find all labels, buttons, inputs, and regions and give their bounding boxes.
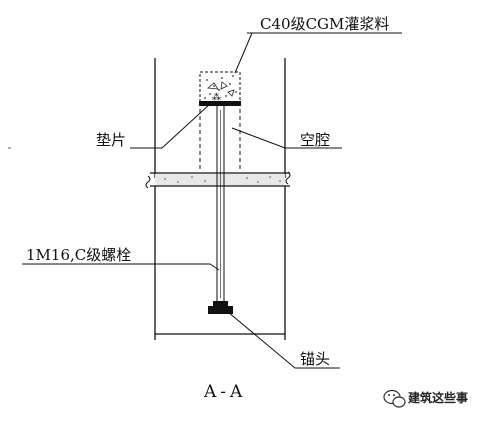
grout-fill: ⁂ bbox=[199, 71, 241, 103]
upper-wall bbox=[154, 58, 286, 178]
lower-wall bbox=[154, 186, 286, 340]
grout-leader bbox=[234, 32, 253, 74]
anchor-leader bbox=[227, 311, 340, 369]
grout-label: C40级CGM灌浆料 bbox=[260, 15, 389, 33]
bolt bbox=[216, 106, 225, 302]
section-title: A-A bbox=[203, 382, 246, 402]
mortar-joint bbox=[145, 171, 291, 189]
shim-plate bbox=[199, 101, 241, 106]
anchor-head bbox=[208, 301, 233, 314]
cavity-label: 空腔 bbox=[300, 131, 330, 149]
bolt-label: 1M16,C级螺栓 bbox=[26, 246, 131, 264]
grout-hatch-mark: ⁂ bbox=[212, 92, 221, 103]
cavity-outline bbox=[199, 102, 241, 172]
watermark-text: 建筑这些事 bbox=[407, 390, 468, 405]
bolt-leader bbox=[22, 263, 220, 271]
wechat-logo-icon bbox=[383, 389, 406, 408]
anchor-label: 锚头 bbox=[300, 350, 330, 368]
watermark: 建筑这些事 bbox=[383, 389, 468, 408]
shim-label: 垫片 bbox=[96, 131, 126, 149]
cavity-leader bbox=[231, 127, 342, 149]
leader-lines bbox=[22, 32, 402, 369]
shim-leader bbox=[130, 103, 211, 149]
